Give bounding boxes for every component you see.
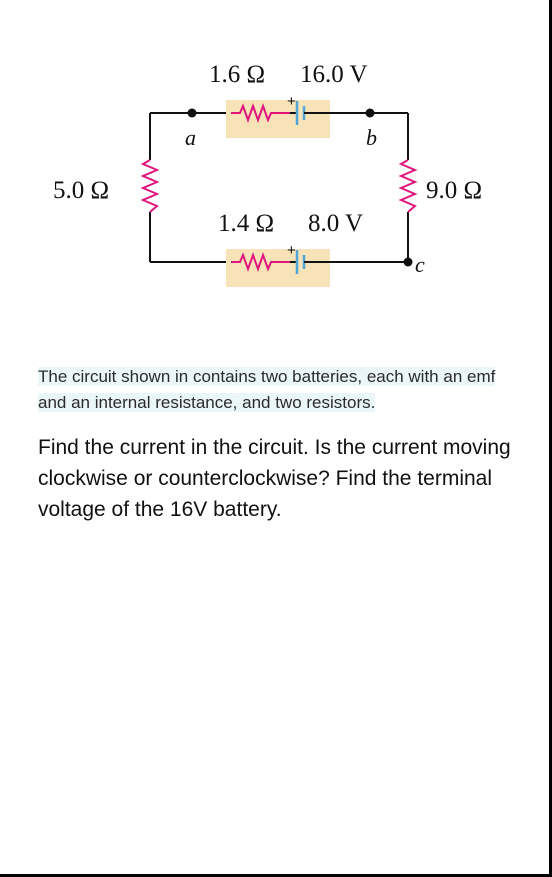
top-internal-resistor-zigzag: [231, 103, 290, 123]
caption-text: The circuit shown in contains two batter…: [38, 367, 496, 412]
node-a-dot: [187, 108, 197, 118]
node-b-label: b: [366, 125, 377, 150]
frame-border-bottom: [0, 874, 552, 877]
top-battery: +: [226, 93, 331, 138]
bottom-battery-box: [226, 249, 330, 287]
right-resistor-label: 9.0 Ω: [426, 177, 482, 204]
top-plus-sign: +: [287, 93, 296, 110]
left-resistor-label: 5.0 Ω: [53, 177, 109, 204]
wires: [149, 112, 409, 263]
bottom-battery: +: [226, 242, 331, 287]
bottom-plus-sign: +: [287, 242, 296, 259]
right-resistor-zigzag: [398, 159, 418, 213]
node-b-dot: [365, 108, 375, 118]
top-battery-box: [226, 100, 330, 138]
bottom-emf-label: 8.0 V: [308, 210, 363, 237]
node-c-label: c: [415, 252, 425, 277]
circuit-diagram: + + 1.6 Ω 16.0 V 1.4 Ω 8.0 V 5.0 Ω 9.0 Ω…: [53, 61, 482, 287]
top-resistance-label: 1.6 Ω: [209, 61, 265, 88]
left-resistor-zigzag: [140, 159, 160, 213]
bottom-resistance-label: 1.4 Ω: [218, 210, 274, 237]
top-emf-label: 16.0 V: [300, 61, 368, 88]
problem-caption: The circuit shown in contains two batter…: [38, 364, 506, 416]
node-a-label: a: [185, 125, 196, 150]
node-c-dot: [403, 257, 413, 267]
frame-border-right: [549, 0, 552, 877]
problem-question: Find the current in the circuit. Is the …: [38, 436, 511, 521]
bottom-internal-resistor-zigzag: [231, 252, 290, 272]
